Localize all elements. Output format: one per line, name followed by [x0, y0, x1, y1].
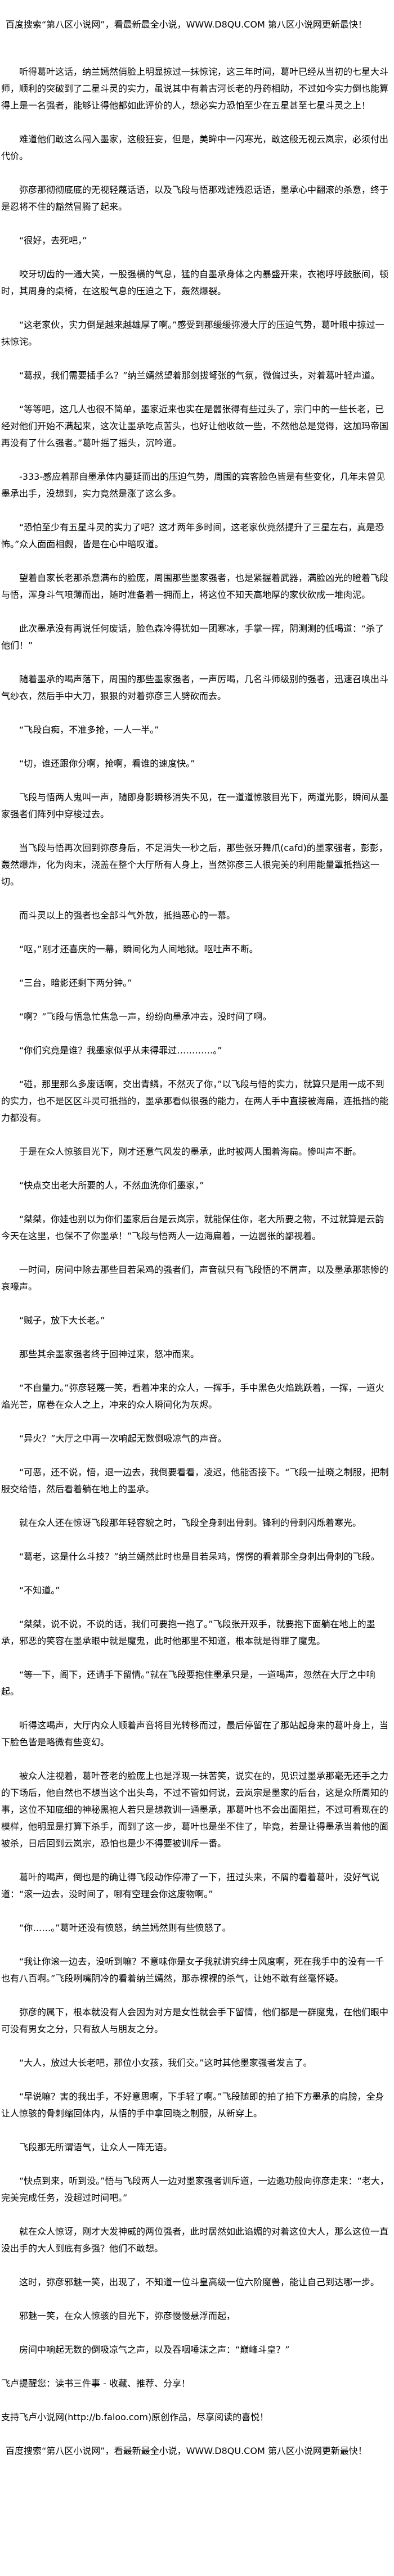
story-paragraph: 就在众人惊讶，刚才大发神威的两位强者，此时居然如此谄媚的对着这位大人，那么这位一…: [1, 2226, 389, 2254]
story-paragraph: “我让你滚一边去，没听到嘛？不意味你是女子我就讲究绅士风度啊，死在我手中的没有一…: [1, 1956, 384, 1984]
story-paragraph: 这时，弥彦邪魅一笑，出现了，不知道一位斗皇高级一位六阶魔兽，能让自己到达哪一步。: [19, 2277, 380, 2287]
story-paragraph: 弥彦那彻彻底底的无视轻蔑话语，以及飞段与悟那戏谑残忍话语，墨承心中翻滚的杀意，终…: [1, 184, 389, 212]
story-paragraph: “葛叔，我们需要插手么？”纳兰嫣然望着那剑拔弩张的气氛，微偏过头，对着葛叶轻声道…: [19, 370, 380, 381]
story-paragraph: 就在众人还在惊讶飞段那年轻容貌之时，飞段全身刺出骨刺。锋利的骨刺闪烁着寒光。: [19, 1517, 362, 1528]
story-paragraph: “异火？”大厅之中再一次响起无数倒吸凉气的声音。: [19, 1433, 227, 1444]
reading-reminder: 飞卢提醒您：读书三件事 - 收藏、推荐、分享！: [1, 2378, 190, 2389]
story-paragraph: 难道他们敢这么闯入墨家，这般狂妄，但是，美眸中一闪寒光，敢这般无视云岚宗，必须付…: [1, 134, 389, 161]
story-paragraph: 被众人注视着，葛叶苍老的脸庞上也是浮现一抹苦笑，说实在的，见识过墨承那毫无还手之…: [1, 1771, 389, 1849]
story-paragraph: 邪魅一笑，在众人惊骇的目光下，弥彦慢慢悬浮而起，: [19, 2311, 236, 2321]
story-paragraph: 听得这喝声，大厅内众人顺着声音将目光转移而过，最后停留在了那站起身来的葛叶身上，…: [1, 1720, 389, 1748]
site-ad-text: 百度搜索“第八区小说网”，看最新最全小说，WWW.D8QU.COM 第八区小说网…: [6, 19, 367, 30]
story-paragraph: 当飞段与悟再次回到弥彦身后，不足消失一秒之后，那些张牙舞爪(cafd)的墨家强者…: [1, 843, 388, 887]
story-paragraph: 此次墨承没有再说任何废话，脸色森冷得犹如一团寒冰，手掌一挥，阴测测的低喝道：“杀…: [1, 623, 384, 651]
story-paragraph: “呕，”刚才还喜庆的一幕，瞬间化为人间地狱。呕吐声不断。: [19, 944, 258, 954]
story-paragraph: 那些其余墨家强者终于回神过来，怒冲而来。: [19, 1349, 200, 1359]
story-paragraph: “可恶，还不说，悟，退一边去，我倒要看看，凌迟，他能否接下。“飞段一扯晓之制服，…: [1, 1467, 389, 1494]
story-paragraph: “贼子，放下大长老。”: [19, 1315, 105, 1326]
story-paragraph: 葛叶的喝声，倒也是的确让得飞段动作停滞了一下，扭过头来，不屑的看着葛叶，没好气说…: [1, 1872, 380, 1899]
story-paragraph: “葛老，这是什么斗技？”纳兰嫣然此时也是目若呆鸡，愣愣的看着那全身刺出骨刺的飞段…: [19, 1551, 380, 1562]
story-paragraph: 听得葛叶这话，纳兰嫣然俏脸上明显掠过一抹惊诧，这三年时间，葛叶已经从当初的七星大…: [1, 66, 389, 111]
story-paragraph: “快点到来，听到没。”悟与飞段两人一边对墨家强者训斥道，一边邀功般向弥彦走来：“…: [1, 2176, 389, 2203]
story-paragraph: “飞段白痴，不准多抢，一人一半。”: [19, 724, 159, 735]
site-ad-banner-top: 百度搜索“第八区小说网”，看最新最全小说，WWW.D8QU.COM 第八区小说网…: [0, 0, 394, 33]
story-paragraph: 一时间，房间中除去那些目若呆鸡的强者们，声音就只有飞段悟的不屑声，以及墨承那悲惨…: [1, 1264, 389, 1292]
story-paragraph: 飞段那无所谓语气，让众人一阵无语。: [19, 2142, 173, 2152]
story-paragraph: “不自量力。”弥彦轻蔑一笑，看着冲来的众人，一挥手，手中黑色火焰跳跃着，一挥，一…: [1, 1382, 384, 1410]
story-paragraph: “这老家伙，实力倒是越来越雄厚了啊。”感受到那缓缓弥漫大厅的压迫气势，葛叶眼中掠…: [1, 319, 384, 347]
story-paragraph: 于是在众人惊骇目光下，刚才还意气风发的墨承，此时被两人围着海扁。惨叫声不断。: [19, 1146, 362, 1157]
story-paragraph: 飞段与悟两人鬼叫一声，随即身影瞬移消失不见，在一道道惊骇目光下，两道光影，瞬间从…: [1, 792, 389, 819]
story-paragraph: “快点交出老大所要的人，不然血洗你们墨家，”: [19, 1180, 204, 1191]
story-paragraph: “桀桀，说不说，不说的话，我们可要抱一抱了。”飞段张开双手，就要抱下面躺在地上的…: [1, 1619, 375, 1646]
story-paragraph: “碰，那里那么多废话啊，交出青鳞，不然灭了你，”以飞段与悟的实力，就算只是用一成…: [1, 1079, 389, 1123]
story-paragraph: “很好，去死吧，”: [19, 235, 87, 246]
site-ad-banner-bottom: 百度搜索“第八区小说网”，看最新最全小说，WWW.D8QU.COM 第八区小说网…: [6, 2446, 367, 2456]
story-paragraph: “啊？”飞段与悟急忙焦急一声，纷纷向墨承冲去，没时间了啊。: [19, 1011, 272, 1022]
story-paragraph: 房间中响起无数的倒吸凉气之声，以及吞咽唾沫之声：“巅峰斗皇？”: [19, 2344, 290, 2355]
chapter-content: 听得葛叶这话，纳兰嫣然俏脸上明显掠过一抹惊诧，这三年时间，葛叶已经从当初的七星大…: [0, 64, 394, 2358]
story-paragraph: “不知道。”: [19, 1585, 60, 1596]
story-paragraph: 弥彦的属下，根本就没有人会因为对方是女性就会手下留情，他们都是一群魔鬼，在他们眼…: [1, 2007, 389, 2034]
story-paragraph: “三台，暗影还剩下两分钟。”: [19, 978, 132, 988]
story-paragraph: 随着墨承的喝声落下，周围的那些墨家强者，一声厉喝，几名斗师级别的强者，迅速召唤出…: [1, 674, 389, 701]
story-paragraph: “等一下，阁下，还请手下留情。”就在飞段要抱住墨承只是，一道喝声，忽然在大厅之中…: [1, 1669, 375, 1697]
support-site-notice: 支持飞卢小说网(http://b.faloo.com)原创作品，尽享阅读的喜悦！: [1, 2412, 269, 2422]
page-footer: 飞卢提醒您：读书三件事 - 收藏、推荐、分享！ 支持飞卢小说网(http://b…: [0, 2375, 394, 2460]
story-paragraph: 而斗灵以上的强者也全部斗气外放，抵挡恶心的一幕。: [19, 910, 236, 921]
story-paragraph: -333-感应着那自墨承体内蔓延而出的压迫气势，周围的宾客脸色皆是有些变化，几年…: [1, 471, 386, 499]
story-paragraph: “早说嘛？害的我出手，不好意思啊，下手轻了啊。”飞段随即的拍了拍下方墨承的肩膀，…: [1, 2091, 384, 2119]
story-paragraph: “你们究竟是谁？我墨家似乎从未得罪过…………。”: [19, 1045, 222, 1056]
story-paragraph: “恐怕至少有五星斗灵的实力了吧？这才两年多时间，这老家伙竟然提升了三星左右，真是…: [1, 522, 384, 550]
story-paragraph: “桀桀，你娃也别以为你们墨家后台是云岚宗，就能保住你，老大所要之物，不过就算是云…: [1, 1214, 384, 1241]
story-paragraph: “大人，放过大长老吧，那位小女孩，我们交。”这时其他墨家强者发言了。: [19, 2057, 312, 2068]
story-paragraph: “你……。”葛叶还没有愤怒，纳兰嫣然则有些愤怒了。: [19, 1922, 231, 1933]
story-paragraph: 望着自家长老那杀意满布的脸庞，周围那些墨家强者，也是紧握着武器，满脸凶光的瞪着飞…: [1, 573, 389, 600]
story-paragraph: “切，谁还跟你分啊，抢啊，看谁的速度快。”: [19, 758, 195, 769]
story-paragraph: “等等吧，这几人也很不简单，墨家近来也实在是嚣张得有些过头了，宗门中的一些长老，…: [1, 404, 389, 448]
story-paragraph: 咬牙切齿的一通大笑，一股强横的气息，猛的自墨承身体之内暴盛开来，衣袍呼呼鼓胀间，…: [1, 269, 389, 296]
